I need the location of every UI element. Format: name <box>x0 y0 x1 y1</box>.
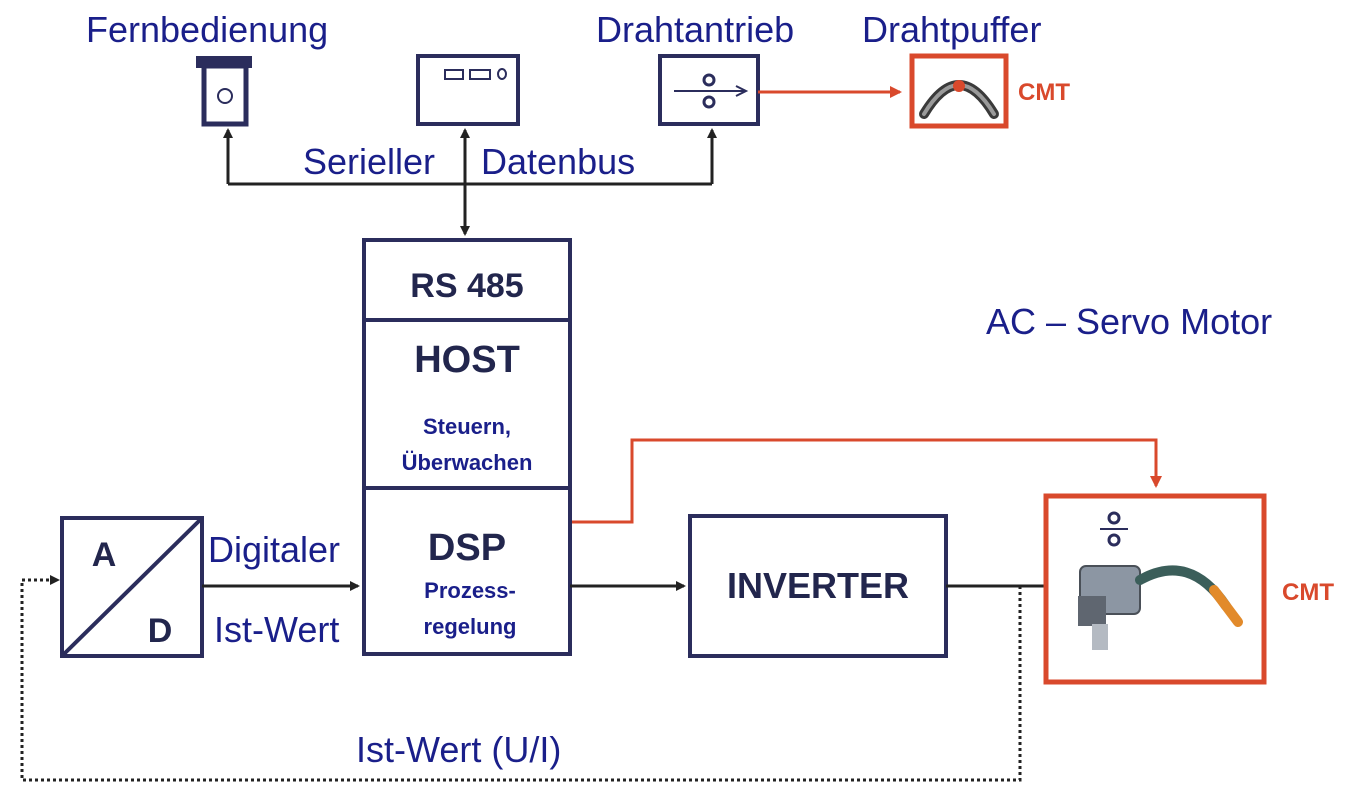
wire-drive-label: Drahtantrieb <box>596 9 794 50</box>
controller-stack <box>362 238 572 656</box>
actual-value-ui-label: Ist-Wert (U/I) <box>356 729 561 770</box>
rs485-label: RS 485 <box>410 267 523 305</box>
host-label: HOST <box>414 339 520 381</box>
remote-control-label: Fernbedienung <box>86 9 328 50</box>
cmt-top-label: CMT <box>1018 79 1070 106</box>
remote-control-icon <box>196 56 252 127</box>
dsp-to-servo-line <box>572 438 1162 524</box>
cmt-torch-block <box>1043 493 1267 685</box>
cmt-right-label: CMT <box>1282 579 1334 606</box>
inverter-label: INVERTER <box>727 565 909 606</box>
serial-data-bus <box>223 128 717 236</box>
control-label: Steuern, <box>423 414 511 439</box>
ad-converter-block <box>60 516 204 658</box>
digital-label: Digitaler <box>208 529 340 570</box>
dsp-label: DSP <box>428 527 506 569</box>
data-bus-label: Datenbus <box>481 141 635 182</box>
serial-label: Serieller <box>303 141 435 182</box>
process-label: Prozess- <box>424 578 516 603</box>
power-source-panel-icon <box>416 54 520 126</box>
control-loop-label: regelung <box>424 614 517 639</box>
monitor-label: Überwachen <box>402 450 533 475</box>
feedback-loop-line <box>20 575 1022 782</box>
actual-value-label: Ist-Wert <box>214 609 339 650</box>
ad-d-label: D <box>148 612 173 650</box>
inverter-block <box>688 514 948 658</box>
wire-drive-icon <box>658 54 760 126</box>
servo-motor-label: AC – Servo Motor <box>986 301 1272 342</box>
ad-a-label: A <box>92 536 117 574</box>
cmt-torch-icon <box>1078 511 1243 650</box>
wire-buffer-label: Drahtpuffer <box>862 9 1041 50</box>
wire-buffer-icon <box>909 53 1009 129</box>
